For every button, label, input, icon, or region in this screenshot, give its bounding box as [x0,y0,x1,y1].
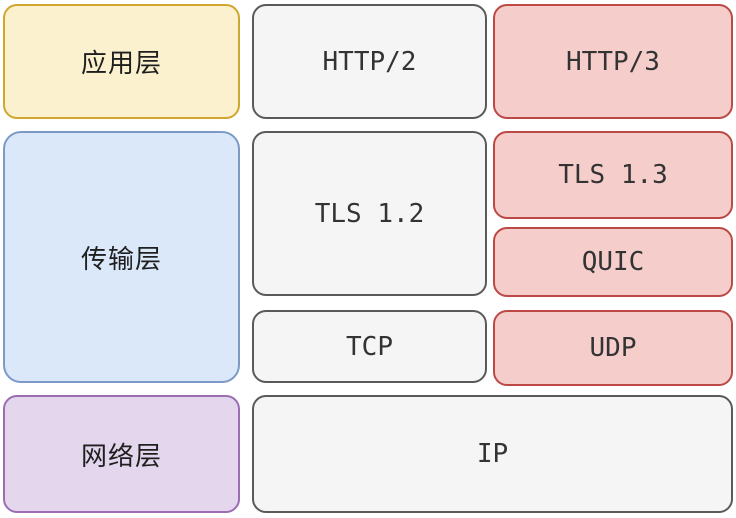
network-layer-box: 网络层 [3,395,240,513]
http3-label: HTTP/3 [566,46,660,77]
quic-label: QUIC [581,247,645,277]
ip-label: IP [476,439,509,469]
ip-box: IP [252,395,733,513]
http3-box: HTTP/3 [493,4,733,119]
tcp-box: TCP [252,310,487,383]
transport-layer-label: 传输层 [80,243,162,274]
udp-box: UDP [493,310,733,386]
udp-label: UDP [589,333,637,363]
quic-box: QUIC [493,227,733,297]
tls12-label: TLS 1.2 [314,198,425,229]
network-layer-label: 网络层 [80,440,162,471]
tls12-box: TLS 1.2 [252,131,487,296]
tls13-label: TLS 1.3 [558,160,668,190]
tcp-label: TCP [346,331,393,362]
http2-box: HTTP/2 [252,4,487,119]
application-layer-label: 应用层 [80,48,162,78]
http2-label: HTTP/2 [322,46,417,77]
tls13-box: TLS 1.3 [493,131,733,219]
transport-layer-box: 传输层 [3,131,240,383]
application-layer-box: 应用层 [3,4,240,119]
